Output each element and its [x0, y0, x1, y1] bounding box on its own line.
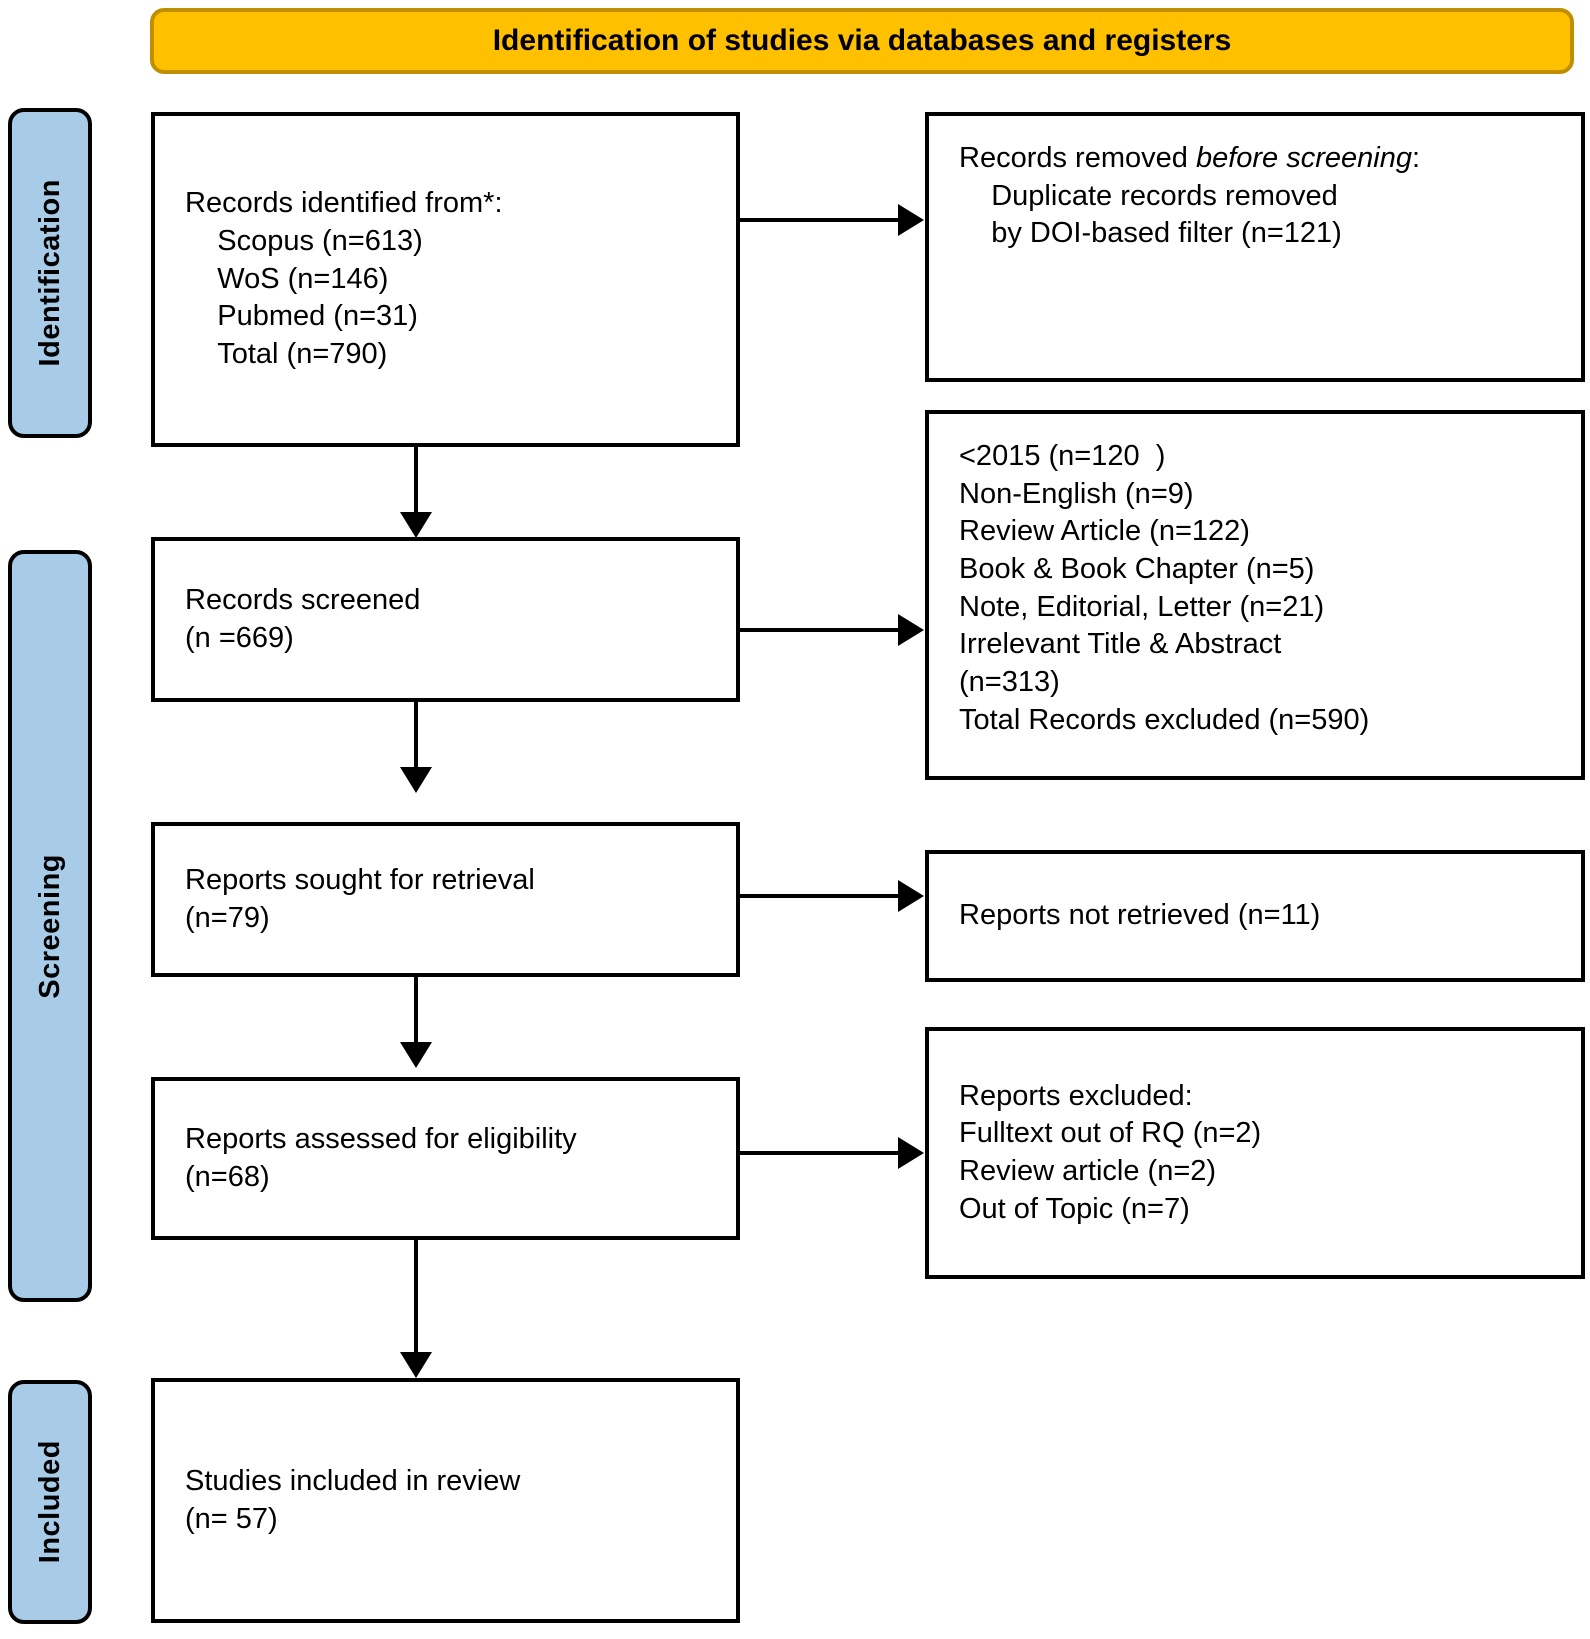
reports-excluded-line2: Fulltext out of RQ (n=2): [959, 1117, 1262, 1150]
box-records-excluded: <2015 (n=120 ) Non-English (n=9) Review …: [925, 410, 1585, 780]
stage-band-screening: Screening: [8, 550, 92, 1302]
connector-screened-to-excluded: [740, 628, 900, 632]
records-excluded-line6: Irrelevant Title & Abstract: [959, 628, 1282, 661]
records-excluded-line1: <2015 (n=120 ): [959, 440, 1166, 472]
reports-excluded-line1: Reports excluded:: [959, 1079, 1193, 1112]
diagram-title: Identification of studies via databases …: [492, 24, 1232, 57]
connector-sought-to-not-retrieved: [740, 894, 900, 898]
records-excluded-line8: Total Records excluded (n=590): [959, 703, 1370, 736]
records-excluded-line7: (n=313): [959, 666, 1060, 699]
arrowhead-assessed-to-included: [400, 1352, 432, 1378]
stage-band-identification-label: Identification: [33, 179, 66, 367]
connector-assessed-to-included: [414, 1240, 418, 1330]
records-removed-lead: Records removed: [959, 142, 1196, 174]
records-identified-line1: Records identified from*:: [185, 187, 503, 220]
reports-sought-line1: Reports sought for retrieval: [185, 863, 535, 896]
connector-identified-to-screened: [414, 447, 418, 517]
box-records-identified: Records identified from*: Scopus (n=613)…: [151, 112, 740, 447]
records-removed-line2: Duplicate records removed: [959, 179, 1338, 212]
connector-screened-to-sought: [414, 702, 418, 772]
records-screened-line2: (n =669): [185, 621, 294, 654]
records-removed-lead-italic: before screening: [1195, 142, 1412, 174]
reports-assessed-line1: Reports assessed for eligibility: [185, 1122, 577, 1155]
box-records-excluded-text: <2015 (n=120 ) Non-English (n=9) Review …: [929, 414, 1377, 740]
records-removed-line3: by DOI-based filter (n=121): [959, 217, 1342, 250]
arrowhead-identified-to-removed: [898, 204, 924, 236]
records-excluded-line5: Note, Editorial, Letter (n=21): [959, 590, 1325, 623]
records-identified-line5: Total (n=790): [185, 338, 388, 371]
stage-band-identification: Identification: [8, 108, 92, 438]
arrowhead-identified-to-screened: [400, 512, 432, 538]
diagram-header-banner: Identification of studies via databases …: [150, 8, 1574, 74]
records-identified-line2: Scopus (n=613): [185, 224, 423, 257]
reports-sought-line2: (n=79): [185, 901, 270, 934]
box-records-screened: Records screened (n =669): [151, 537, 740, 702]
connector-assessed-to-excluded: [740, 1151, 900, 1155]
box-reports-sought: Reports sought for retrieval (n=79): [151, 822, 740, 977]
arrowhead-screened-to-excluded: [898, 614, 924, 646]
box-records-removed: Records removed before screening: Duplic…: [925, 112, 1585, 382]
box-records-screened-text: Records screened (n =669): [155, 582, 428, 657]
studies-included-line1: Studies included in review: [185, 1464, 521, 1497]
arrowhead-assessed-to-excluded: [898, 1137, 924, 1169]
stage-band-included: Included: [8, 1380, 92, 1624]
box-records-identified-text: Records identified from*: Scopus (n=613)…: [155, 185, 511, 373]
records-identified-line3: WoS (n=146): [185, 262, 389, 295]
records-excluded-line3: Review Article (n=122): [959, 515, 1250, 548]
box-reports-assessed: Reports assessed for eligibility (n=68): [151, 1077, 740, 1240]
records-excluded-line4: Book & Book Chapter (n=5): [959, 553, 1315, 586]
box-reports-not-retrieved-text: Reports not retrieved (n=11): [929, 897, 1328, 935]
reports-not-retrieved-line1: Reports not retrieved (n=11): [959, 899, 1321, 932]
arrowhead-sought-to-not-retrieved: [898, 880, 924, 912]
connector-assessed-to-included-lower: [414, 1330, 418, 1356]
connector-identified-to-removed: [740, 218, 900, 222]
box-reports-sought-text: Reports sought for retrieval (n=79): [155, 862, 543, 937]
records-excluded-line2: Non-English (n=9): [959, 477, 1194, 510]
stage-band-included-label: Included: [33, 1440, 66, 1564]
box-reports-not-retrieved: Reports not retrieved (n=11): [925, 850, 1585, 982]
box-reports-assessed-text: Reports assessed for eligibility (n=68): [155, 1121, 585, 1196]
reports-assessed-line2: (n=68): [185, 1160, 270, 1193]
box-reports-excluded-text: Reports excluded: Fulltext out of RQ (n=…: [929, 1078, 1269, 1229]
reports-excluded-line3: Review article (n=2): [959, 1155, 1217, 1187]
reports-excluded-line4: Out of Topic (n=7): [959, 1192, 1190, 1225]
records-removed-lead-tail: :: [1411, 142, 1421, 174]
box-records-removed-text: Records removed before screening: Duplic…: [929, 116, 1428, 253]
arrowhead-screened-to-sought: [400, 767, 432, 793]
connector-sought-to-assessed: [414, 977, 418, 1047]
box-studies-included: Studies included in review (n= 57): [151, 1378, 740, 1623]
arrowhead-sought-to-assessed: [400, 1042, 432, 1068]
records-identified-line4: Pubmed (n=31): [185, 300, 418, 333]
studies-included-line2: (n= 57): [185, 1502, 278, 1535]
records-screened-line1: Records screened: [185, 583, 421, 616]
box-reports-excluded: Reports excluded: Fulltext out of RQ (n=…: [925, 1027, 1585, 1279]
stage-band-screening-label: Screening: [33, 853, 66, 999]
box-studies-included-text: Studies included in review (n= 57): [155, 1463, 528, 1538]
